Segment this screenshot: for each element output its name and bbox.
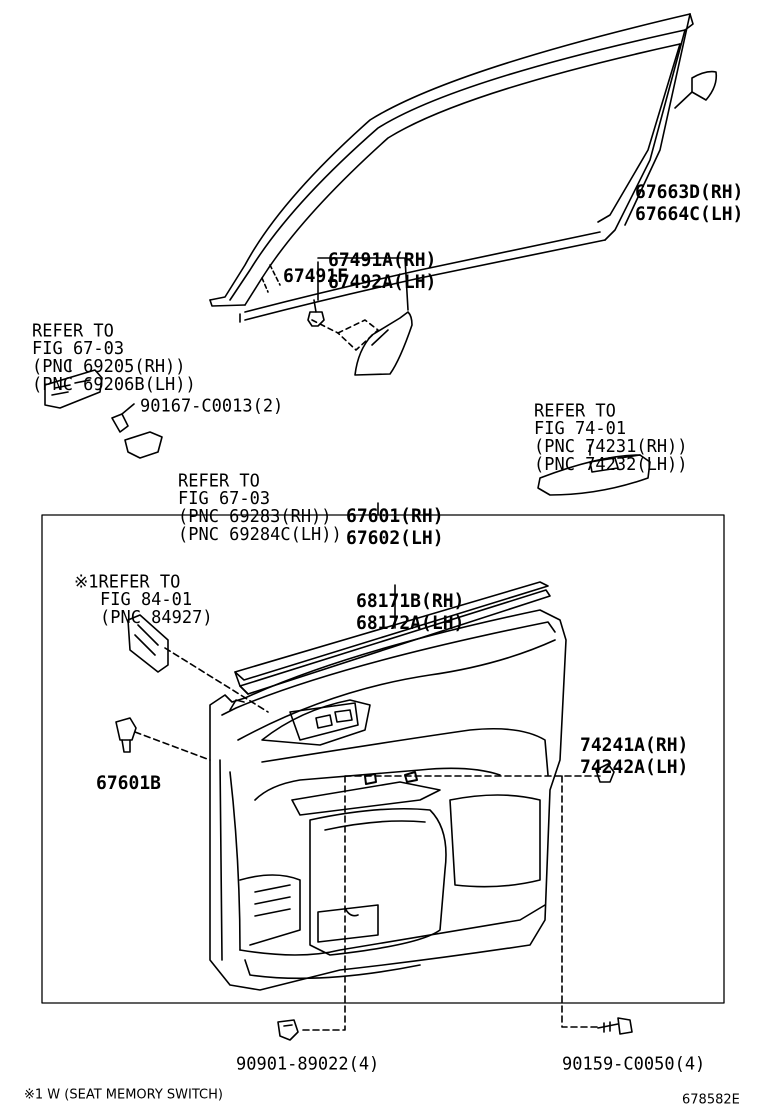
screw-90167-drawing [111, 403, 135, 433]
label-clip-bottom: 90901-89022(4) [236, 1053, 380, 1075]
screw-90159-drawing [597, 1017, 633, 1035]
label-weatherstrip-f: 67491F [283, 265, 349, 288]
clip-67601b-drawing [115, 717, 137, 753]
mirror-cover-drawing [311, 311, 413, 376]
footer-note: ※1 W (SEAT MEMORY SWITCH) [24, 1087, 223, 1103]
assembly-frame [41, 514, 725, 1004]
label-clip: 67601B [96, 772, 162, 795]
label-glass-channel-rear: 67663D(RH)67664C(LH) [635, 181, 744, 226]
label-trim-board: 67601(RH)67602(LH) [346, 505, 444, 550]
label-screw-bottom: 90159-C0050(4) [562, 1053, 706, 1075]
switch-base-drawing [44, 359, 103, 409]
label-armrest-base: 74241A(RH)74242A(LH) [580, 734, 689, 779]
seat-memory-switch-drawing [127, 614, 169, 673]
door-frame-drawing [209, 13, 694, 323]
inner-weatherstrip-drawing [234, 581, 551, 695]
label-weatherstrip: 67491A(RH)67492A(LH) [328, 249, 437, 294]
armrest-cover-drawing [595, 763, 615, 783]
clip-90901-drawing [277, 1019, 299, 1041]
label-inner-weatherstrip: 68171B(RH)68172A(LH) [356, 590, 465, 635]
corner-cover-drawing [674, 70, 718, 109]
figure-id: 678582E [682, 1092, 740, 1108]
clip-67491f-drawing [307, 299, 325, 327]
bezel-drawing [124, 431, 163, 459]
door-trim-panel-drawing [209, 609, 567, 991]
label-screw-switch: 90167-C0013(2) [140, 395, 284, 417]
armrest-switch-drawing [537, 444, 651, 496]
